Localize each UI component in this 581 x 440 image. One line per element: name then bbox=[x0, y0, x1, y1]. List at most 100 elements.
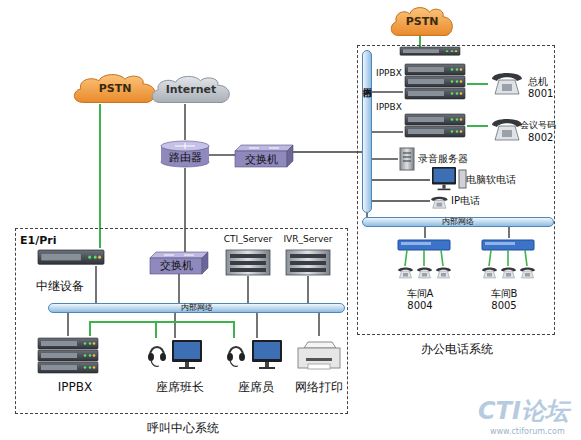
ippbx-device bbox=[405, 88, 465, 99]
gateway-icon bbox=[482, 240, 534, 250]
server-icon bbox=[400, 148, 414, 170]
node-label: 座席班长 bbox=[154, 380, 206, 394]
gateway-icon bbox=[436, 268, 451, 279]
node-label: 呼叫中心系统 bbox=[16, 421, 349, 435]
ippbx: IPPBX bbox=[403, 62, 467, 102]
node-label: 总机 bbox=[528, 76, 556, 88]
node-label: Internet bbox=[148, 83, 234, 96]
node-label: 电脑软电话 bbox=[466, 174, 518, 186]
switch: 交换机 bbox=[150, 252, 208, 274]
network-link bbox=[372, 131, 403, 132]
printer-icon bbox=[308, 364, 330, 369]
network-link bbox=[178, 274, 179, 303]
network-link bbox=[372, 200, 430, 201]
phone-icon bbox=[492, 73, 522, 140]
network-bus: 内部网络 bbox=[362, 217, 554, 227]
ippbx-device bbox=[405, 76, 465, 87]
gateway-icon bbox=[501, 268, 516, 279]
phone-line bbox=[99, 104, 101, 248]
phone: 总机8001 bbox=[488, 68, 556, 98]
node-label: 路由器 bbox=[157, 151, 213, 164]
server-icon bbox=[226, 250, 270, 275]
router-icon bbox=[175, 143, 195, 149]
gateway-icon bbox=[398, 240, 450, 250]
network-link bbox=[174, 313, 175, 338]
phone-line bbox=[467, 125, 488, 127]
printer-icon bbox=[298, 348, 340, 368]
gateway-icon bbox=[405, 250, 443, 266]
node-label: PSTN bbox=[388, 15, 456, 28]
agent: 座席员 bbox=[226, 338, 288, 376]
node-label: IPPBX bbox=[40, 380, 110, 394]
trunk-device-icon bbox=[38, 250, 104, 264]
network-link bbox=[293, 151, 362, 152]
node-label: 内部网络 bbox=[49, 303, 344, 313]
trunk-device-icon bbox=[38, 250, 104, 264]
ippbx-device bbox=[405, 64, 465, 75]
network-link bbox=[318, 313, 319, 336]
ippbx-device bbox=[38, 338, 98, 373]
ippbx-device bbox=[38, 350, 98, 361]
server-icon bbox=[226, 250, 330, 275]
network-link bbox=[95, 266, 96, 303]
agent-station-icon bbox=[172, 340, 202, 369]
trunk-device: E1/Pri中继设备 bbox=[36, 248, 106, 266]
node-label: IPPBX bbox=[376, 102, 404, 113]
router: 路由器 bbox=[161, 140, 209, 168]
printer-icon bbox=[298, 342, 340, 369]
node-label: 中继设备 bbox=[32, 279, 88, 293]
ip-phone-icon bbox=[431, 197, 448, 209]
network-link bbox=[508, 227, 509, 238]
router-icon bbox=[161, 141, 209, 151]
node-label: IP电话 bbox=[451, 195, 487, 207]
pstn-cloud: PSTN bbox=[70, 72, 160, 104]
internet-cloud: Internet bbox=[148, 74, 234, 104]
printer-icon bbox=[306, 358, 332, 361]
cti-server: CTI_Server bbox=[225, 249, 271, 276]
network-link bbox=[372, 91, 403, 92]
computer-icon bbox=[432, 167, 466, 190]
gateway-device bbox=[400, 47, 460, 55]
ippbx-device bbox=[38, 362, 98, 373]
node-label: IPPBX bbox=[376, 68, 404, 79]
node-label: 办公电话系统 bbox=[358, 342, 556, 356]
node-label: 网络打印 bbox=[294, 380, 344, 394]
system-boundary: 呼叫中心系统E1/Pri中继设备交换机CTI_ServerIVR_Server内… bbox=[15, 228, 348, 414]
network-link bbox=[307, 276, 308, 303]
switch: 交换机 bbox=[235, 145, 293, 167]
gateway-icon bbox=[417, 268, 432, 279]
gateway-icon bbox=[482, 268, 497, 279]
node-label: 内部网络 bbox=[363, 217, 553, 227]
ippbx-device bbox=[405, 64, 465, 99]
node-label: PSTN bbox=[70, 82, 160, 95]
switch-icon bbox=[150, 145, 293, 274]
node-label: 车间A bbox=[395, 288, 445, 300]
network-link bbox=[372, 158, 398, 159]
phone-line bbox=[467, 83, 488, 85]
network-link bbox=[184, 168, 185, 252]
ippbx-device bbox=[405, 114, 465, 137]
ip-phone-icon bbox=[431, 197, 448, 209]
system-boundary: 办公电话系统内部网络IPPBX总机8001IPPBX会议号码8002录音服务器电… bbox=[357, 45, 555, 335]
gateway-icon bbox=[398, 240, 535, 278]
phone: 会议号码8002 bbox=[488, 114, 556, 144]
recording-server: 录音服务器 bbox=[398, 147, 472, 171]
node-label: 会议号码 bbox=[520, 120, 556, 131]
network-bus: 内部网络 bbox=[362, 50, 372, 213]
pstn-cloud: PSTN bbox=[388, 5, 456, 37]
network-bus: 内部网络 bbox=[48, 303, 345, 313]
agent-station-icon bbox=[148, 347, 166, 366]
node-label: 交换机 bbox=[232, 153, 290, 166]
watermark: www.ctiforum.com bbox=[490, 428, 565, 437]
network-link bbox=[424, 227, 425, 238]
printer-icon bbox=[304, 342, 336, 348]
gateway-icon bbox=[489, 250, 527, 266]
server-icon bbox=[403, 153, 411, 161]
gateway-icon bbox=[520, 268, 535, 279]
node-label: 车间B bbox=[479, 288, 529, 300]
ippbx-device bbox=[38, 338, 98, 349]
ip-phone: IP电话 bbox=[430, 193, 488, 209]
node-label: 8005 bbox=[479, 300, 529, 312]
ippbx: IPPBX bbox=[403, 112, 467, 142]
phone-icon bbox=[492, 73, 522, 94]
